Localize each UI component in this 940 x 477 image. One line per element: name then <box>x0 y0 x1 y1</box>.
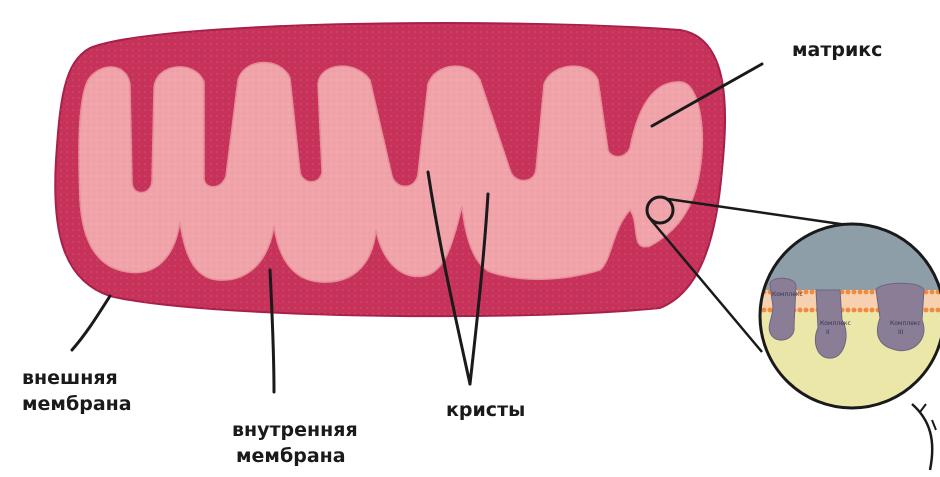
lipid-head <box>804 308 809 313</box>
lipid-head <box>846 308 851 313</box>
lipid-head <box>810 290 815 295</box>
label-inner-line2: мембрана <box>236 445 346 467</box>
complex-2-label: Комплекс <box>820 320 851 327</box>
lipid-head <box>858 308 863 313</box>
lipid-head <box>864 308 869 313</box>
complex-1-shape <box>769 278 796 340</box>
label-matrix: матрикс <box>792 39 882 61</box>
lipid-head <box>870 308 875 313</box>
label-inner-line1: внутренняя <box>232 419 358 441</box>
lipid-head <box>930 290 935 295</box>
lipid-head <box>930 308 935 313</box>
complex-3-shape <box>876 283 924 350</box>
lipid-head <box>870 290 875 295</box>
complex-3-number: III <box>898 329 904 336</box>
lipid-head <box>864 290 869 295</box>
lipid-head <box>810 308 815 313</box>
complex-2-number: II <box>826 329 830 336</box>
label-outer-line1: внешняя <box>22 367 118 389</box>
lipid-head <box>798 308 803 313</box>
lipid-head <box>852 290 857 295</box>
lipid-head <box>852 308 857 313</box>
label-cristae: кристы <box>446 399 525 421</box>
leader-outer-membrane <box>72 296 110 350</box>
complex-1-label: Комплекс <box>772 291 803 298</box>
lipid-head <box>804 290 809 295</box>
lipid-head <box>846 290 851 295</box>
lipid-head <box>762 308 767 313</box>
outer-texture <box>55 23 725 316</box>
zoom-inset-icon: Комплекс Комплекс II Комплекс III <box>755 220 940 418</box>
lipid-head <box>924 308 929 313</box>
arrow-curve <box>912 404 932 470</box>
lipid-head <box>768 308 773 313</box>
complex-3-label: Комплекс <box>890 320 921 327</box>
lipid-head <box>756 290 761 295</box>
label-outer-line2: мембрана <box>22 393 132 415</box>
lipid-head <box>858 290 863 295</box>
